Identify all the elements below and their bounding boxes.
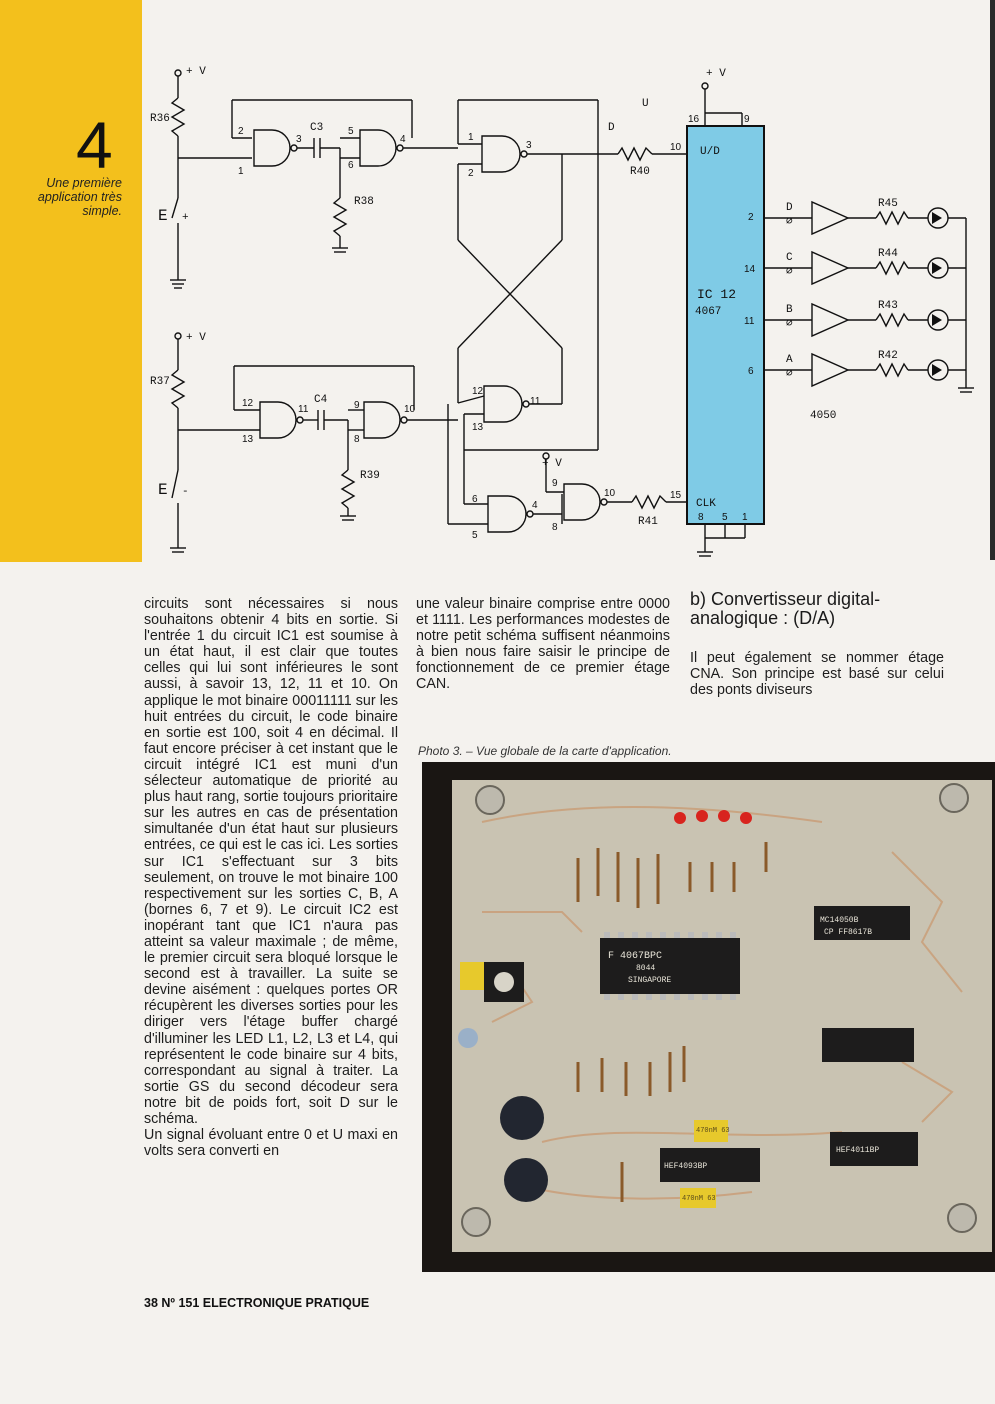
signal-label-d: D bbox=[608, 122, 615, 134]
supply-label-bottom: + V bbox=[186, 332, 206, 344]
article-column-1: circuits sont nécessaires si nous souhai… bbox=[144, 596, 398, 1159]
article-column-2: une valeur binaire comprise entre 0000 e… bbox=[416, 596, 670, 693]
chip-label-main-date: 8044 bbox=[636, 964, 655, 973]
ic-name: IC 12 bbox=[697, 287, 736, 302]
pin-14: 14 bbox=[744, 264, 756, 275]
cap-label-2: 470nM 63 bbox=[682, 1195, 716, 1203]
label-r42: R42 bbox=[878, 350, 898, 362]
pin-2c: 2 bbox=[748, 212, 754, 223]
output-label-d: D bbox=[786, 202, 793, 214]
supply-label-ic: + V bbox=[706, 68, 726, 80]
output-label-c: C bbox=[786, 252, 793, 264]
cap-label-1: 470nM 63 bbox=[696, 1127, 730, 1135]
column1-paragraph: circuits sont nécessaires si nous souhai… bbox=[144, 596, 398, 1127]
pin-4: 4 bbox=[400, 134, 406, 145]
chip-label-4011: HEF4011BP bbox=[836, 1146, 879, 1155]
pin-10c: 10 bbox=[604, 488, 616, 499]
label-r39: R39 bbox=[360, 470, 380, 482]
photo-caption: Photo 3. – Vue globale de la carte d'app… bbox=[418, 744, 672, 758]
chip-label-4093: HEF4093BP bbox=[664, 1162, 707, 1171]
pin-8b: 8 bbox=[354, 434, 360, 445]
pin-6c: 6 bbox=[472, 494, 478, 505]
output-label-a: A bbox=[786, 354, 793, 366]
column3-paragraph: Il peut également se nommer étage CNA. S… bbox=[690, 650, 944, 699]
supply-label-gate: + V bbox=[542, 458, 562, 470]
switch-label-plus: + bbox=[182, 212, 189, 224]
label-r43: R43 bbox=[878, 300, 898, 312]
pin-13: 13 bbox=[242, 434, 254, 445]
null-mark-c: ⌀ bbox=[786, 266, 793, 278]
pin-1: 1 bbox=[238, 166, 244, 177]
pin-4b: 4 bbox=[532, 500, 538, 511]
pin-1b: 1 bbox=[468, 132, 474, 143]
pin-8: 8 bbox=[698, 512, 704, 523]
pin-5b: 5 bbox=[722, 512, 728, 523]
pin-12b: 12 bbox=[472, 386, 484, 397]
pin-9c: 9 bbox=[552, 478, 558, 489]
switch-label-e1: E bbox=[158, 207, 168, 225]
pin-5: 5 bbox=[348, 126, 354, 137]
pin-2: 2 bbox=[238, 126, 244, 137]
pin-10b: 10 bbox=[404, 404, 416, 415]
chip-label-main: F 4067BPC bbox=[608, 951, 662, 962]
label-r41: R41 bbox=[638, 516, 658, 528]
label-r37: R37 bbox=[150, 376, 170, 388]
null-mark-d: ⌀ bbox=[786, 216, 793, 228]
circuit-schematic: + V R36 R37 R38 R39 R40 R41 R42 R43 R44 … bbox=[150, 66, 974, 557]
chip-label-main-origin: SINGAPORE bbox=[628, 976, 671, 985]
column1-tail: Un signal évoluant entre 0 et U maxi en … bbox=[144, 1127, 398, 1160]
pin-8c: 8 bbox=[552, 522, 558, 533]
switch-label-minus: - bbox=[182, 486, 189, 498]
circuit-board-photo: F 4067BPC 8044 SINGAPORE MC14050B CP FF8… bbox=[422, 762, 995, 1272]
chip-label-buffer: MC14050B bbox=[820, 916, 859, 925]
figure-caption: Une première application très simple. bbox=[37, 176, 122, 218]
pin-9: 9 bbox=[744, 114, 750, 125]
figure-number: 4 bbox=[76, 108, 113, 182]
ic-part: 4067 bbox=[695, 306, 721, 318]
pin-1c: 1 bbox=[742, 512, 748, 523]
pin-16: 16 bbox=[688, 114, 700, 125]
pin-15: 15 bbox=[670, 490, 682, 501]
pin-12: 12 bbox=[242, 398, 254, 409]
pin-9b: 9 bbox=[354, 400, 360, 411]
buffer-part: 4050 bbox=[810, 410, 836, 422]
pin-3b: 3 bbox=[526, 140, 532, 151]
page-edge-divider bbox=[990, 0, 995, 560]
pin-6: 6 bbox=[348, 160, 354, 171]
column2-paragraph: une valeur binaire comprise entre 0000 e… bbox=[416, 596, 670, 693]
label-r38: R38 bbox=[354, 196, 374, 208]
pin-13b: 13 bbox=[472, 422, 484, 433]
pin-11c: 11 bbox=[530, 396, 541, 407]
switch-label-e2: E bbox=[158, 481, 168, 499]
pin-6b: 6 bbox=[748, 366, 754, 377]
label-r36: R36 bbox=[150, 113, 170, 125]
pin-11: 11 bbox=[744, 316, 755, 327]
output-label-b: B bbox=[786, 304, 793, 316]
yellow-sidebar-band bbox=[0, 0, 142, 562]
label-r40: R40 bbox=[630, 166, 650, 178]
label-r45: R45 bbox=[878, 198, 898, 210]
supply-label-top: + V bbox=[186, 66, 206, 78]
page-footer: 38 Nº 151 ELECTRONIQUE PRATIQUE bbox=[144, 1296, 370, 1310]
pin-11b: 11 bbox=[298, 404, 309, 415]
label-c3: C3 bbox=[310, 122, 323, 134]
chip-label-buffer-code: CP FF8617B bbox=[824, 928, 872, 937]
pin-3: 3 bbox=[296, 134, 302, 145]
pin-5c: 5 bbox=[472, 530, 478, 541]
ic-pin-ud: U/D bbox=[700, 146, 720, 158]
signal-label-u: U bbox=[642, 98, 649, 110]
label-r44: R44 bbox=[878, 248, 898, 260]
section-heading: b) Convertisseur digital-analogique : (D… bbox=[690, 589, 881, 628]
pin-10: 10 bbox=[670, 142, 682, 153]
label-c4: C4 bbox=[314, 394, 328, 406]
pin-2b: 2 bbox=[468, 168, 474, 179]
null-mark-a: ⌀ bbox=[786, 368, 793, 380]
ic-pin-clk: CLK bbox=[696, 498, 716, 510]
null-mark-b: ⌀ bbox=[786, 318, 793, 330]
article-column-3: Il peut également se nommer étage CNA. S… bbox=[690, 650, 944, 698]
